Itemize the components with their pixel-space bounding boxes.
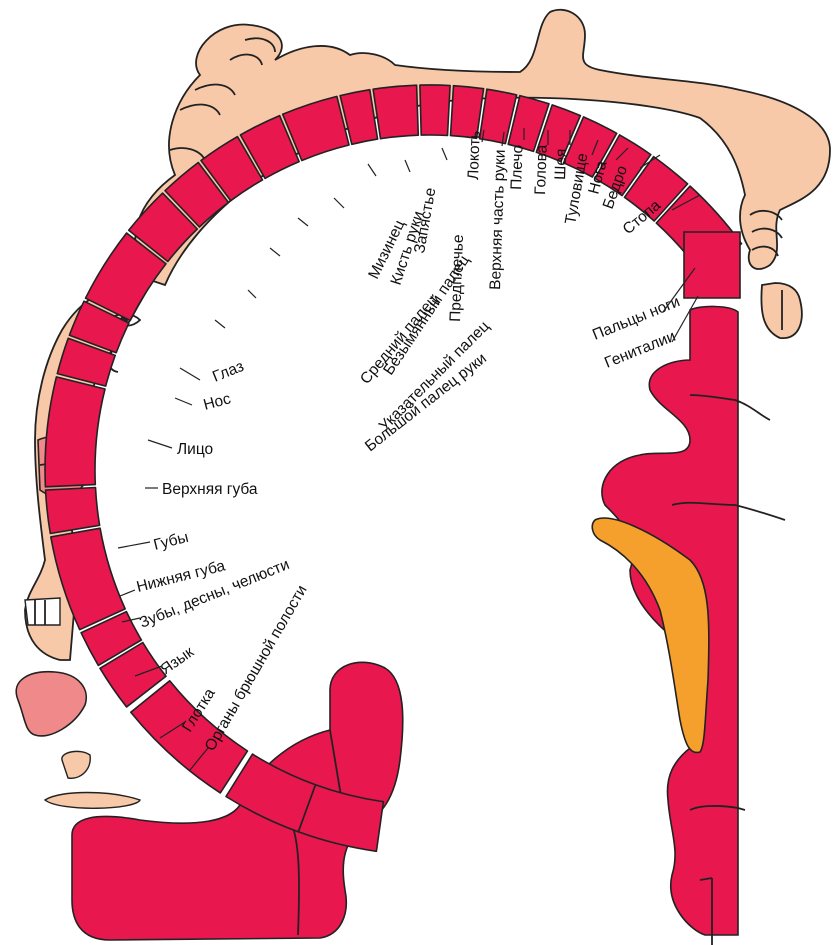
leader [148,440,172,448]
cortex-upper-lip-seg [46,488,100,534]
leader [120,590,135,596]
label-neck: Шея [552,148,570,180]
tongue-drawing [16,672,86,736]
leader [405,160,410,172]
leader [118,542,150,548]
leader [270,248,280,256]
leader [442,148,447,160]
leader [334,198,344,208]
gut-drawing [45,793,140,809]
label-lips: Губы [152,529,190,554]
teeth-drawing [25,598,60,625]
label-face: Лицо [177,441,213,458]
cortex-face-seg [45,377,105,487]
pharynx-drawing [62,751,90,778]
label-head: Голова [532,144,551,195]
leader [248,290,256,298]
label-eye: Глаз [210,358,246,386]
label-shoulder: Плечо [508,145,527,191]
leader [175,398,192,405]
leader [368,164,376,176]
leader [215,320,225,328]
label-upper-arm: Верхняя часть руки [487,149,509,290]
cortex-forearm-seg [373,85,418,139]
label-nose: Нос [202,390,233,414]
leader [298,218,308,226]
label-tongue: Язык [158,643,198,678]
leader [180,368,200,380]
label-abdominal: Органы брюшной полости [202,582,311,754]
label-upper-lip: Верхняя губа [162,481,258,498]
toes-segment [684,232,740,298]
label-elbow: Локоть [465,130,484,180]
cortex-elbow-seg [420,85,450,136]
